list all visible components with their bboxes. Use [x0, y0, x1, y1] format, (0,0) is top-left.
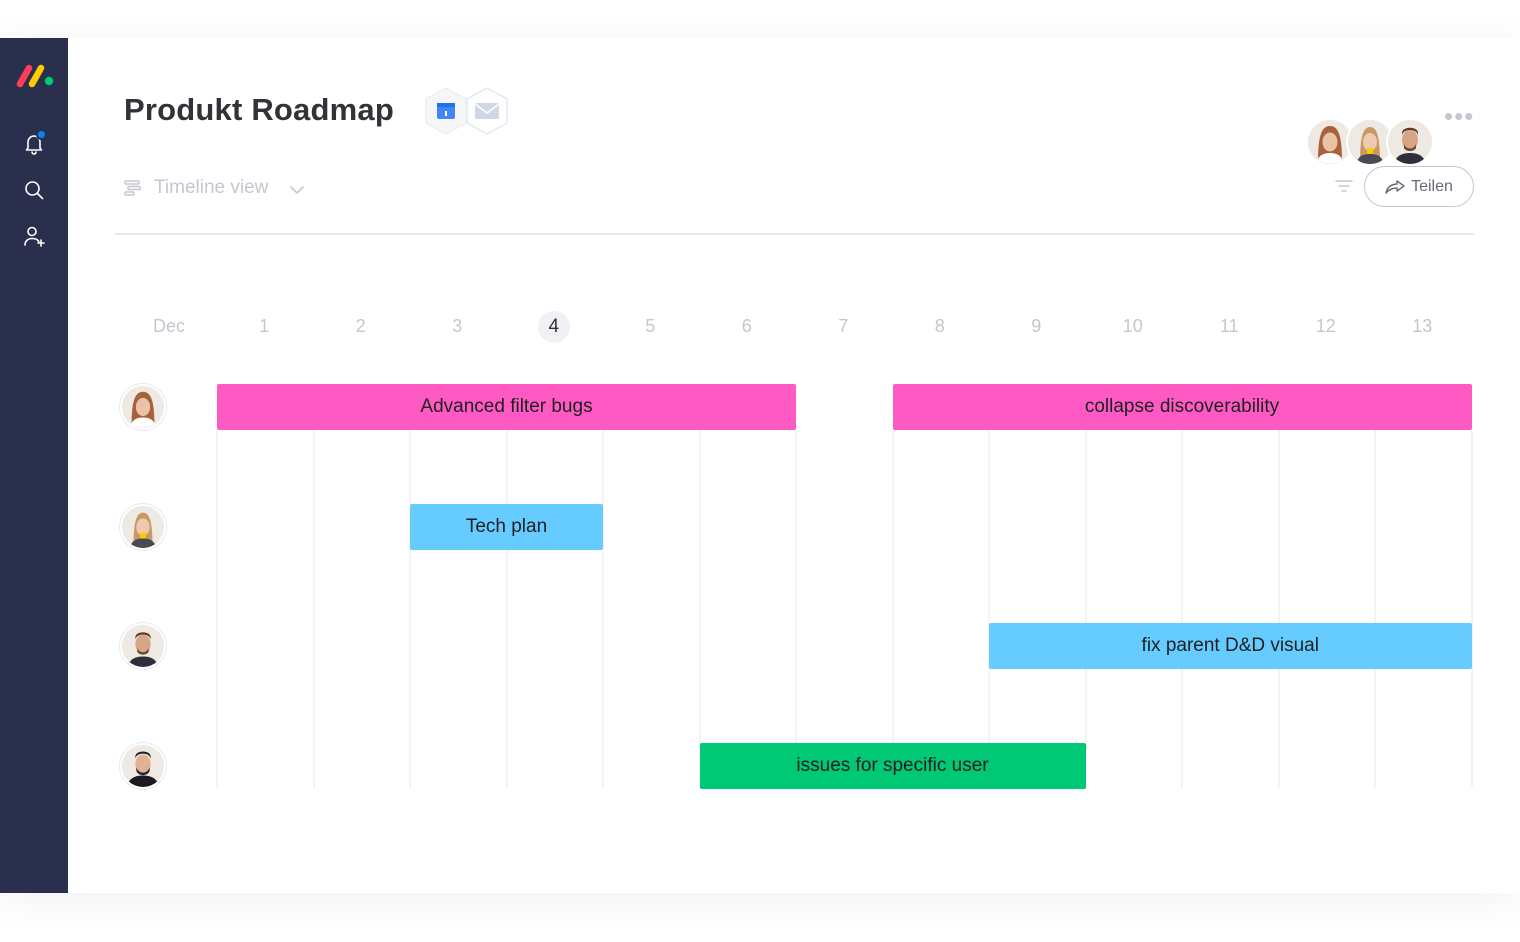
- timeline-gridline: [1470, 430, 1473, 788]
- day-label: 7: [838, 316, 849, 336]
- day-label: 11: [1219, 316, 1239, 336]
- day-label: 9: [1031, 316, 1042, 336]
- member-avatar[interactable]: [1346, 118, 1394, 166]
- filter-icon[interactable]: [1335, 178, 1353, 194]
- member-avatar[interactable]: [1386, 118, 1434, 166]
- day-label: 8: [934, 316, 945, 336]
- day-label: 5: [645, 316, 656, 336]
- add-user-icon[interactable]: [22, 224, 46, 248]
- timeline-gridline: [1277, 430, 1280, 788]
- timeline-gridline: [312, 430, 315, 788]
- timeline-gridline: [409, 430, 411, 788]
- more-options-icon[interactable]: •••: [1444, 101, 1475, 131]
- timeline-gridline: [1374, 430, 1376, 788]
- left-sidebar: [0, 38, 68, 893]
- calendar-integration-icon[interactable]: [423, 86, 469, 136]
- timeline-item-label: fix parent D&D visual: [1141, 635, 1319, 656]
- timeline-gridline: [988, 430, 990, 788]
- day-label: 12: [1315, 316, 1336, 336]
- monday-logo[interactable]: [16, 62, 56, 88]
- row-owner-avatar[interactable]: [120, 504, 166, 550]
- email-integration-icon[interactable]: [464, 86, 510, 136]
- timeline-item[interactable]: issues for specific user: [699, 743, 1086, 789]
- header-divider: [115, 233, 1474, 235]
- day-label: 6: [741, 316, 752, 336]
- day-label: 10: [1122, 316, 1143, 336]
- timeline-item-label: issues for specific user: [796, 755, 989, 776]
- timeline-item[interactable]: Tech plan: [410, 504, 603, 550]
- view-selector[interactable]: Timeline view: [124, 176, 305, 200]
- day-label: 3: [452, 316, 463, 336]
- row-owner-avatar[interactable]: [120, 384, 166, 430]
- month-label: Dec: [152, 316, 185, 336]
- row-owner-avatar[interactable]: [120, 743, 166, 789]
- app-window: Produkt Roadmap Timeline view •••: [0, 38, 1520, 893]
- share-button[interactable]: Teilen: [1364, 166, 1474, 207]
- timeline-item-label: Advanced filter bugs: [420, 396, 593, 417]
- timeline-gridline: [891, 430, 894, 788]
- row-owner-avatar[interactable]: [120, 623, 166, 669]
- timeline-gridline: [795, 430, 797, 788]
- search-icon[interactable]: [22, 178, 46, 202]
- notification-badge: [36, 129, 47, 140]
- day-label: 13: [1412, 316, 1433, 336]
- timeline-gridline: [698, 430, 701, 788]
- timeline-item-label: collapse discoverability: [1084, 396, 1280, 417]
- today-day-label: 4: [537, 311, 570, 343]
- timeline-gridline: [216, 430, 218, 788]
- view-label: Timeline view: [154, 177, 269, 198]
- share-label: Teilen: [1411, 177, 1453, 195]
- day-label: 1: [259, 316, 270, 336]
- timeline-gridline: [602, 430, 604, 788]
- timeline-gridline: [1084, 430, 1087, 788]
- timeline-item[interactable]: Advanced filter bugs: [217, 384, 796, 430]
- day-label: 2: [355, 316, 366, 336]
- board-title: Produkt Roadmap: [124, 92, 394, 127]
- timeline-gridline: [505, 430, 508, 788]
- chevron-down-icon[interactable]: [290, 185, 305, 195]
- share-arrow-icon: [1385, 179, 1405, 194]
- member-avatar[interactable]: [1306, 118, 1354, 166]
- timeline-view-icon: [124, 180, 141, 196]
- timeline-item[interactable]: fix parent D&D visual: [989, 623, 1472, 669]
- timeline-item-label: Tech plan: [465, 516, 548, 537]
- timeline-item[interactable]: collapse discoverability: [892, 384, 1472, 430]
- timeline-gridline: [1181, 430, 1183, 788]
